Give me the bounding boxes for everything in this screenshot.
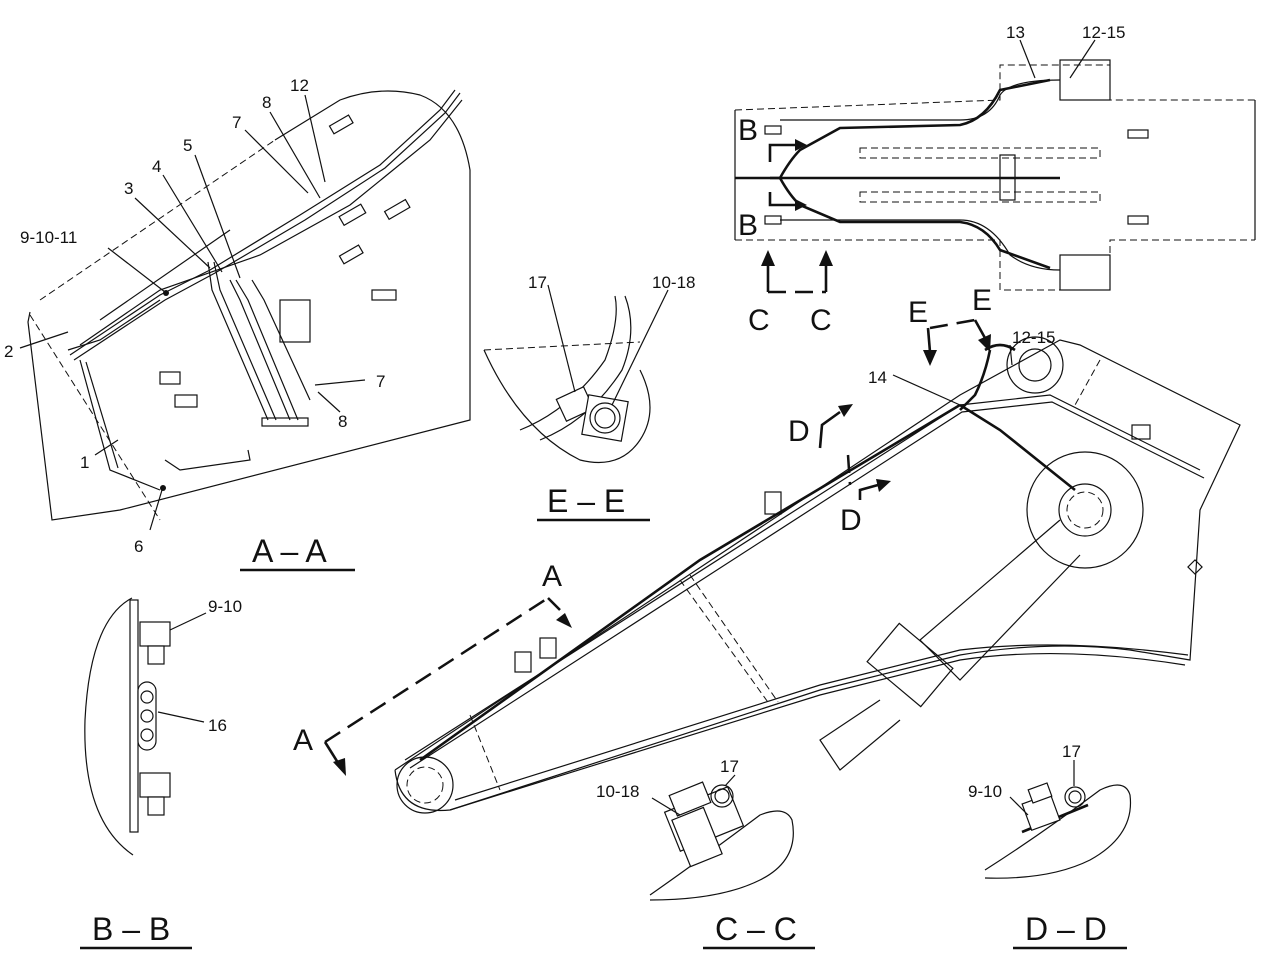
- callout-aa-2: 2: [4, 342, 13, 361]
- callout-aa-4: 4: [152, 157, 161, 176]
- callout-dd-9-10: 9-10: [968, 782, 1002, 801]
- section-label-cc: C – C: [715, 911, 797, 947]
- view-a-a: 2 9-10-11 3 4 5 7 8 12 7 8 1 6 A – A: [4, 76, 471, 572]
- view-c-c: 10-18 17 C – C: [596, 757, 815, 950]
- section-marker-d-top: D: [788, 415, 810, 448]
- callout-aa-9-10-11: 9-10-11: [20, 228, 77, 247]
- callout-boom-14: 14: [868, 368, 887, 387]
- callout-aa-8: 8: [262, 93, 271, 112]
- section-marker-a-bottom: A: [293, 724, 313, 757]
- callout-top-13: 13: [1006, 23, 1025, 42]
- section-marker-e-right: E: [972, 284, 992, 317]
- view-b-b: 9-10 16 B – B: [80, 597, 242, 950]
- section-marker-d-bottom: D: [840, 504, 862, 537]
- view-boom: 12-15 14: [394, 328, 1241, 814]
- section-marker-e-left: E: [908, 296, 928, 329]
- section-line-e: E E: [908, 284, 992, 366]
- section-marker-b-bottom: B: [738, 209, 758, 242]
- section-marker-b-top: B: [738, 114, 758, 147]
- section-line-a: A A: [293, 560, 572, 776]
- callout-cc-10-18: 10-18: [596, 782, 639, 801]
- callout-aa-6: 6: [134, 537, 143, 556]
- section-marker-a-top: A: [542, 560, 562, 593]
- section-label-ee: E – E: [547, 483, 625, 519]
- callout-dd-17: 17: [1062, 742, 1081, 761]
- view-plan: 13 12-15 B B C C: [734, 23, 1256, 337]
- section-label-dd: D – D: [1025, 911, 1107, 947]
- section-line-d: D D: [788, 404, 891, 537]
- callout-aa-7b: 7: [376, 372, 385, 391]
- section-marker-c-left: C: [748, 304, 770, 337]
- callout-aa-3: 3: [124, 179, 133, 198]
- callout-ee-17: 17: [528, 273, 547, 292]
- callout-boom-12-15: 12-15: [1012, 328, 1055, 347]
- view-d-d: 9-10 17 D – D: [968, 742, 1132, 950]
- section-label-bb: B – B: [92, 911, 170, 947]
- view-e-e: 17 10-18 E – E: [483, 273, 695, 522]
- callout-bb-9-10: 9-10: [208, 597, 242, 616]
- callout-aa-7: 7: [232, 113, 241, 132]
- callout-aa-8b: 8: [338, 412, 347, 431]
- callout-aa-12: 12: [290, 76, 309, 95]
- callout-cc-17: 17: [720, 757, 739, 776]
- callout-bb-16: 16: [208, 716, 227, 735]
- callout-aa-1: 1: [80, 453, 89, 472]
- section-label-aa: A – A: [252, 533, 327, 569]
- callout-ee-10-18: 10-18: [652, 273, 695, 292]
- callout-top-12-15: 12-15: [1082, 23, 1125, 42]
- section-marker-c-right: C: [810, 304, 832, 337]
- callout-aa-5: 5: [183, 136, 192, 155]
